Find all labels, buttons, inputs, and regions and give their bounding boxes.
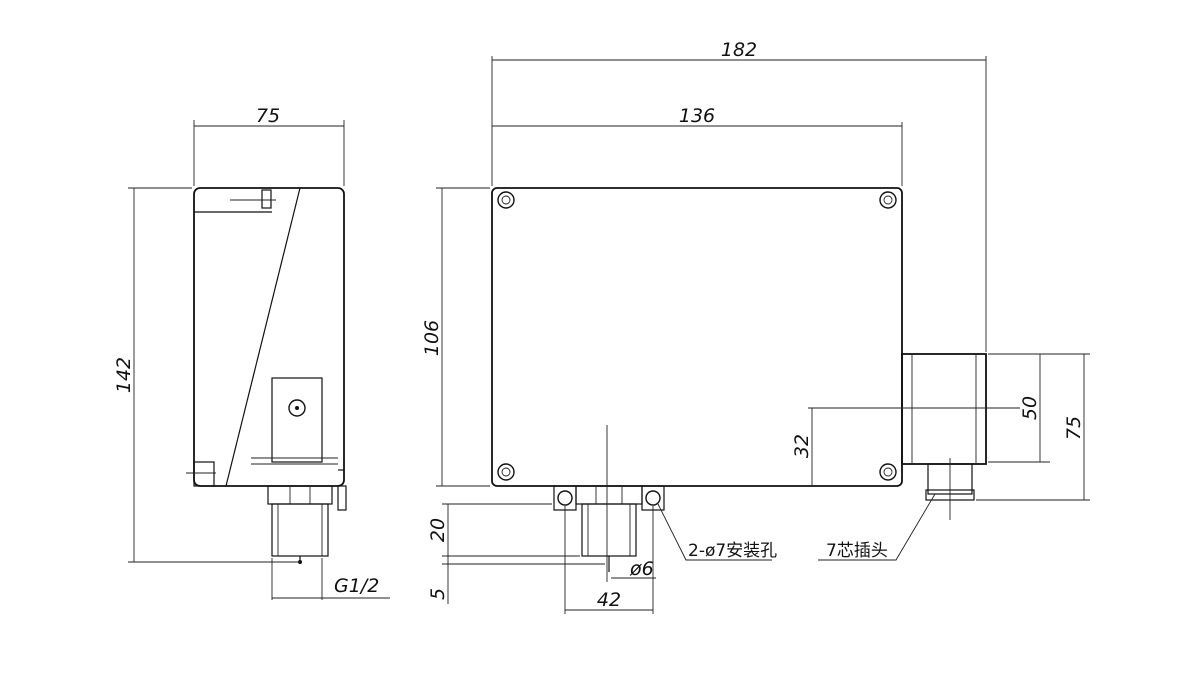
corner-screws — [497, 191, 897, 481]
side-view — [186, 187, 347, 564]
label-connector-plug: 7芯插头 — [826, 541, 888, 561]
side-view-thread — [271, 503, 329, 557]
front-view — [491, 187, 1020, 582]
dim-stem-length: 5 — [427, 588, 449, 600]
connector-housing — [901, 353, 987, 465]
dim-connector-outer-height: 75 — [1063, 416, 1085, 440]
dim-total-width: 182 — [721, 39, 757, 61]
side-view-hex-fitting — [267, 485, 333, 505]
front-view-dimensions: 182 136 106 32 50 75 20 5 ø6 42 — [421, 39, 1090, 614]
dim-thread: G1/2 — [334, 575, 379, 597]
front-view-body — [491, 187, 903, 487]
dim-connector-height: 50 — [1019, 396, 1041, 420]
label-mounting-holes: 2-ø7安装孔 — [688, 541, 777, 561]
side-view-bracket — [271, 377, 323, 463]
dim-hole-spacing: 42 — [597, 589, 621, 611]
dim-body-width: 136 — [679, 105, 715, 127]
dim-connector-offset: 32 — [791, 434, 813, 458]
dim-fitting-height: 20 — [427, 518, 449, 542]
dim-side-width: 75 — [256, 105, 280, 127]
dim-side-height: 142 — [113, 357, 135, 393]
dim-stem-diameter: ø6 — [629, 558, 654, 580]
side-view-dimensions: 75 142 G1/2 — [113, 105, 390, 600]
front-view-hex-fitting — [575, 485, 643, 505]
callouts: 2-ø7安装孔 7芯插头 — [657, 493, 936, 561]
front-view-thread — [581, 503, 637, 557]
dim-body-height: 106 — [421, 320, 443, 356]
